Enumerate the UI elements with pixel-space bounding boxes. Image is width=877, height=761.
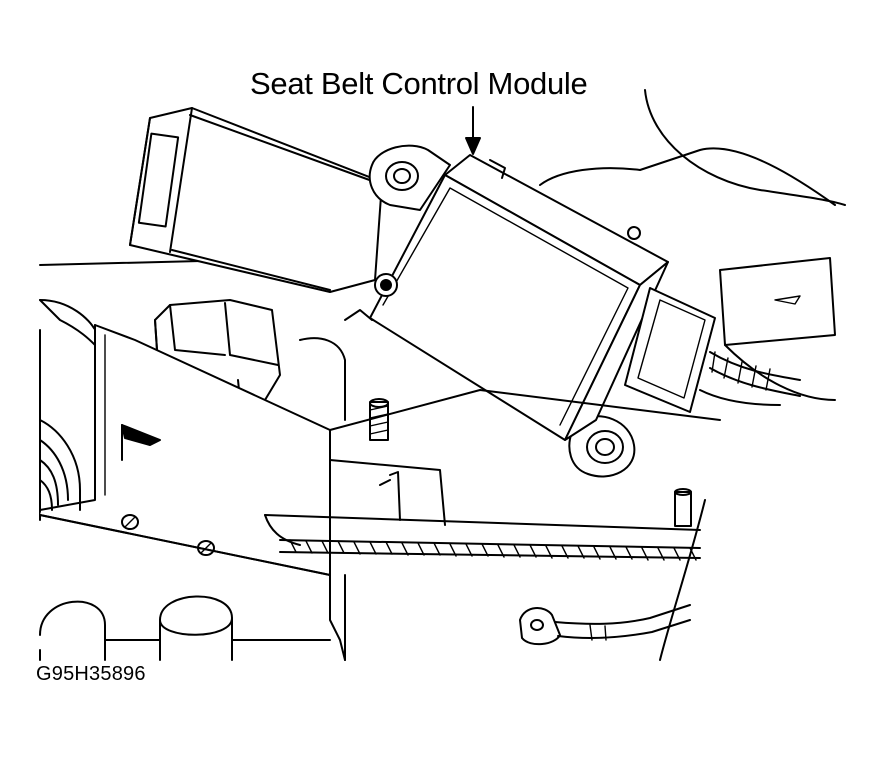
bottom-wire-connector (519, 604, 691, 646)
module-callout-label: Seat Belt Control Module (250, 66, 588, 101)
mounting-plate (39, 324, 346, 661)
bottom-cylinders (39, 595, 331, 661)
figure-id: G95H35896 (36, 663, 146, 685)
cup-holder (39, 299, 96, 511)
wiring-harness (699, 351, 801, 406)
callout-arrow (465, 106, 481, 155)
control-module (368, 144, 716, 478)
stud-bolt (369, 398, 389, 441)
seat-belt-buckle (129, 107, 383, 293)
console-floor (264, 389, 721, 661)
